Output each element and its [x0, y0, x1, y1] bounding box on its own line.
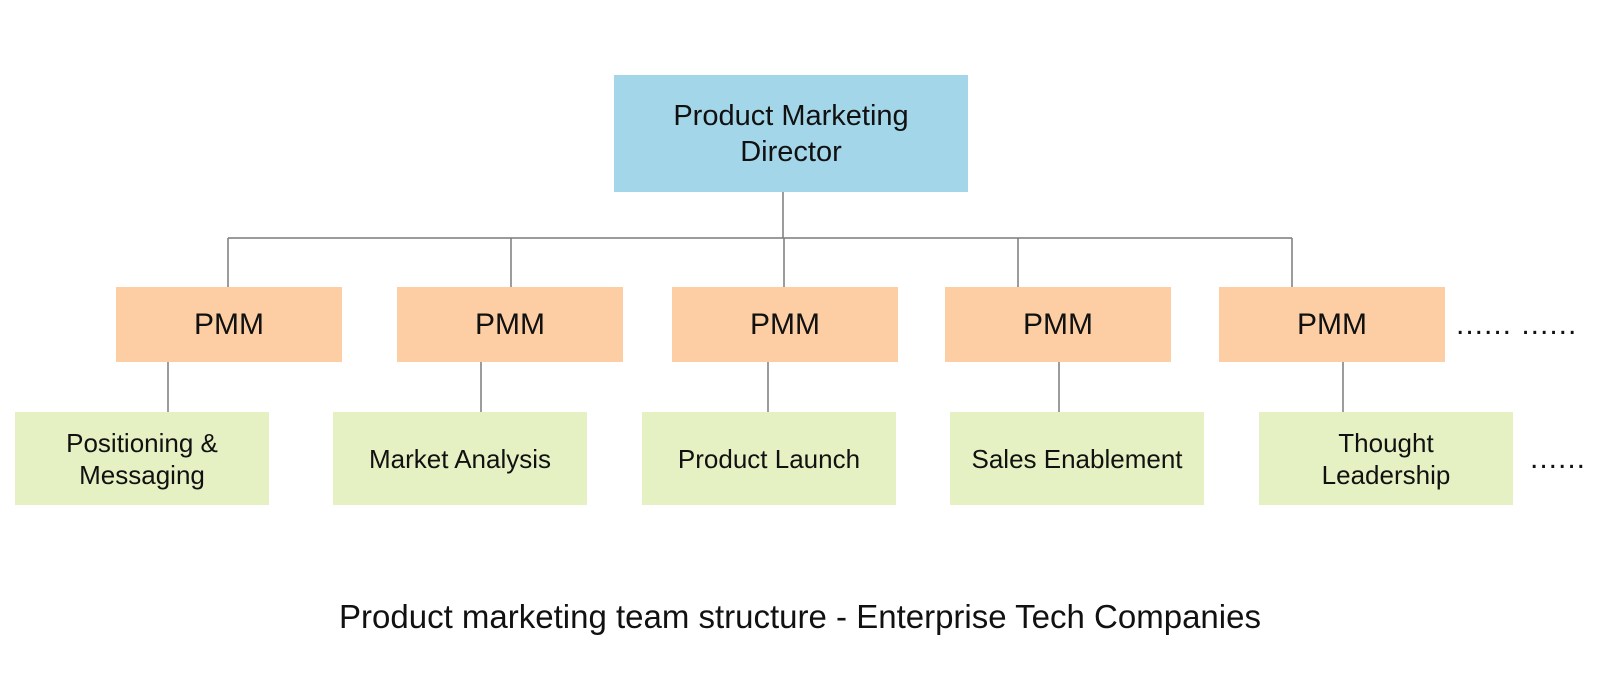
pmm-node-label: PMM — [750, 307, 820, 341]
pmm-continuation-dots: ...... ...... — [1456, 308, 1578, 341]
pmm-node-label: PMM — [475, 307, 545, 341]
pmm-node-label: PMM — [1297, 307, 1367, 341]
function-node-market-analysis: Market Analysis — [333, 412, 587, 505]
function-node-sales-enablement: Sales Enablement — [950, 412, 1204, 505]
root-node-director: Product Marketing Director — [614, 75, 968, 192]
pmm-node-4: PMM — [945, 287, 1171, 362]
function-node-label: Product Launch — [677, 443, 861, 474]
diagram-caption: Product marketing team structure - Enter… — [339, 598, 1261, 635]
pmm-node-label: PMM — [194, 307, 264, 341]
function-node-positioning: Positioning & Messaging — [15, 412, 269, 505]
function-node-label: Sales Enablement — [971, 443, 1183, 474]
pmm-node-2: PMM — [397, 287, 623, 362]
pmm-node-label: PMM — [1023, 307, 1093, 341]
pmm-node-3: PMM — [672, 287, 898, 362]
function-node-label: Positioning & Messaging — [66, 427, 218, 490]
function-node-product-launch: Product Launch — [642, 412, 896, 505]
pmm-node-5: PMM — [1219, 287, 1445, 362]
function-continuation-dots: ...... — [1530, 442, 1587, 475]
function-node-label: Market Analysis — [368, 443, 552, 474]
function-node-thought-leadership: Thought Leadership — [1259, 412, 1513, 505]
root-node-label: Product Marketing Director — [673, 99, 909, 168]
function-node-label: Thought Leadership — [1321, 427, 1451, 490]
pmm-node-1: PMM — [116, 287, 342, 362]
